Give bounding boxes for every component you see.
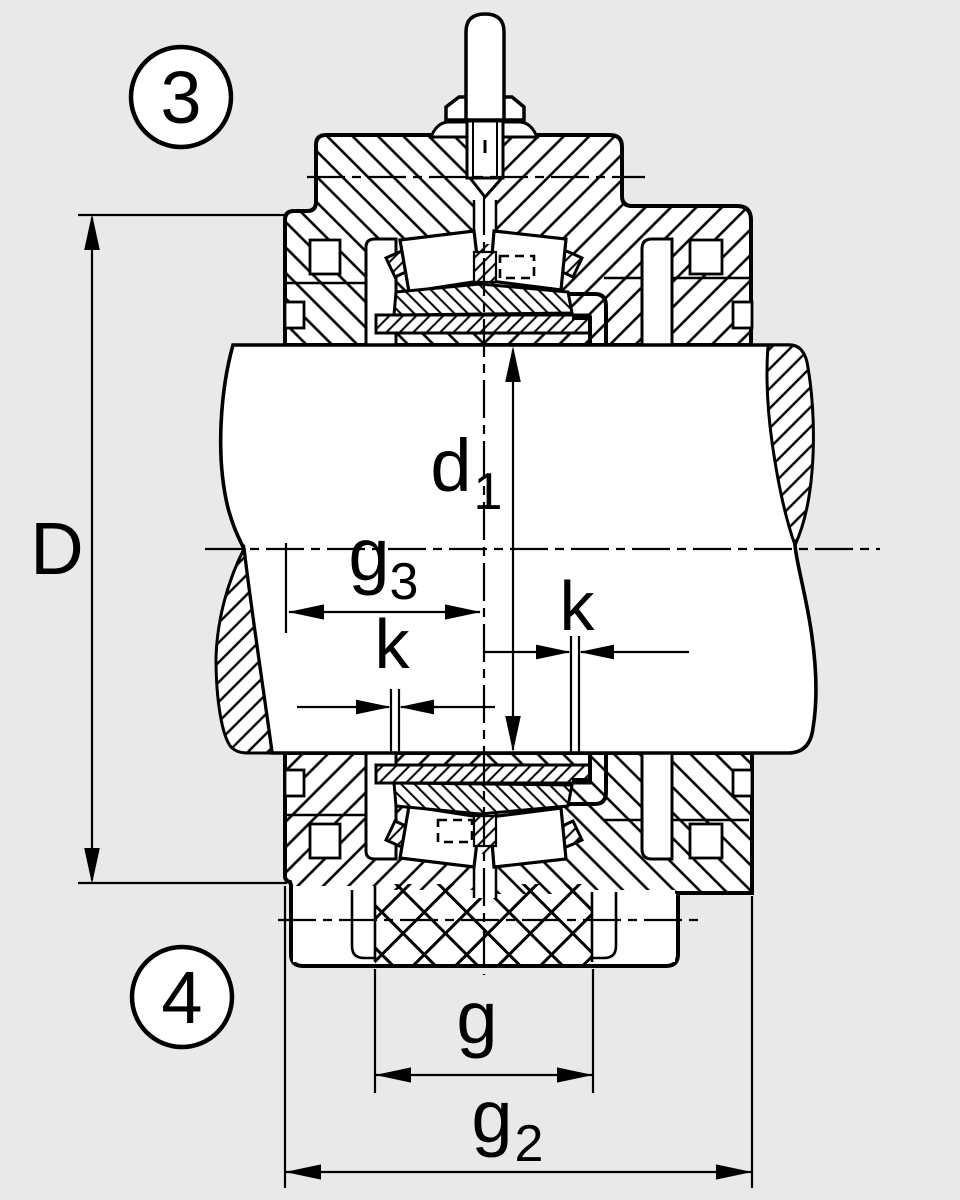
arrow-up [84, 214, 100, 250]
roller-lower-right [488, 806, 568, 869]
callouts: 3 4 [128, 44, 235, 1050]
bolt-recess-right [592, 890, 675, 962]
hidden-groove-upper [498, 254, 536, 280]
notch-lower-left [283, 768, 306, 798]
roller-upper-right [488, 229, 568, 292]
roller-lower-left [398, 804, 482, 869]
roller-upper-left [398, 229, 482, 294]
arrow-right [716, 1164, 752, 1180]
locating-clip-upper [568, 292, 608, 343]
label-g2-main: g [471, 1075, 512, 1158]
seal-ring-upper-right [640, 237, 674, 347]
arrow-left [375, 1067, 411, 1083]
callout-4-number: 4 [161, 956, 202, 1039]
grease-fitting [428, 12, 540, 200]
arrow-down [84, 848, 100, 884]
arrow-up [505, 346, 521, 382]
arrow-right [536, 644, 571, 660]
notch-upper-right [731, 300, 754, 330]
hidden-groove-lower [436, 818, 474, 844]
label-k-left: k [375, 605, 411, 683]
fitting-pin [464, 12, 506, 122]
shank-taper [466, 176, 506, 200]
callout-4-circle [129, 944, 235, 1050]
label-k-right: k [560, 567, 596, 645]
dim-g3 [284, 543, 481, 633]
dimension-labels: D d 1 g 3 k k g g 2 [30, 424, 595, 1173]
dimensions [78, 213, 754, 1188]
seal-groove-lower-right [688, 822, 724, 860]
label-D: D [30, 507, 83, 590]
label-g3-main: g [348, 513, 389, 596]
label-d1-main: d [430, 424, 471, 507]
dim-k-left [297, 689, 495, 752]
dim-k-right [484, 636, 689, 752]
callout-3-number: 3 [160, 56, 201, 139]
arrow-right [445, 604, 481, 620]
arrow-down [505, 716, 521, 752]
seal-groove-lower-left [308, 822, 342, 860]
label-g: g [456, 976, 497, 1059]
label-g3-sub: 3 [390, 553, 419, 611]
callout-3-circle [128, 44, 234, 150]
seal-groove-upper-right [688, 238, 724, 276]
arrow-right [356, 699, 391, 715]
notch-lower-right [731, 768, 754, 798]
label-d1-sub: 1 [474, 463, 503, 521]
centerlines [205, 175, 880, 975]
arrow-left [288, 604, 324, 620]
upper-bearing [374, 200, 608, 343]
arrow-right [557, 1067, 593, 1083]
seal-ring-lower-right [640, 751, 674, 861]
seal-groove-upper-left [308, 238, 342, 276]
dim-g [373, 969, 595, 1093]
arrow-left [399, 699, 434, 715]
bolt-recess-left [293, 886, 375, 962]
notch-upper-left [283, 300, 306, 330]
label-g2-sub: 2 [515, 1115, 544, 1173]
locating-clip-lower [568, 755, 608, 806]
dim-d1 [505, 346, 521, 752]
arrow-left [579, 644, 614, 660]
dim-D [78, 213, 287, 885]
dim-g2 [283, 886, 754, 1188]
arrow-left [285, 1164, 321, 1180]
